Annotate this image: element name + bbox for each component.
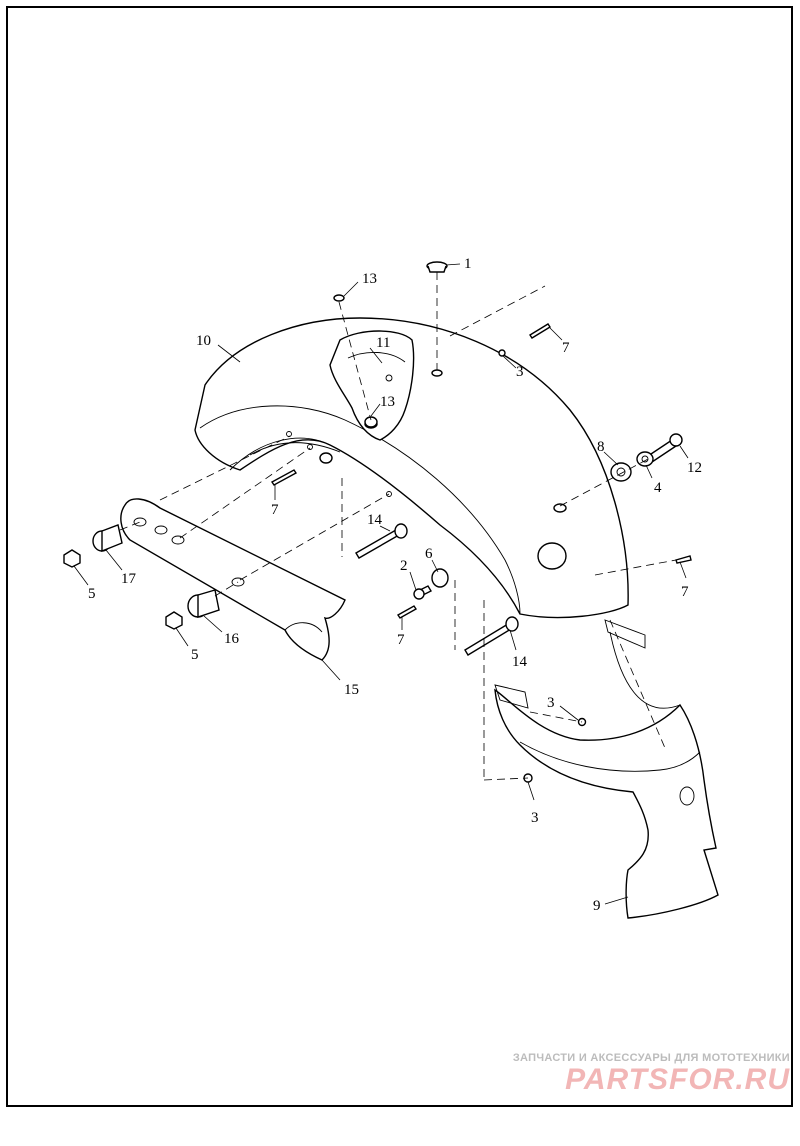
callout-14-top: 14 xyxy=(367,512,383,528)
callout-11: 11 xyxy=(376,335,390,351)
callout-6: 6 xyxy=(425,546,433,562)
watermark: ЗАПЧАСТИ И АКСЕССУАРЫ ДЛЯ МОТОТЕХНИКИ PA… xyxy=(490,1052,790,1096)
callout-2: 2 xyxy=(400,558,408,574)
callout-13-top: 13 xyxy=(362,271,377,287)
callout-7-mid: 7 xyxy=(397,632,405,648)
callout-4: 4 xyxy=(654,480,662,496)
callout-17: 17 xyxy=(121,571,137,587)
callout-8: 8 xyxy=(597,439,605,455)
callout-12: 12 xyxy=(687,460,702,476)
hardware xyxy=(63,261,692,783)
callout-1: 1 xyxy=(464,256,472,272)
callout-3-mid: 3 xyxy=(547,695,555,711)
lower-fender-extension xyxy=(494,619,719,919)
callout-10: 10 xyxy=(196,333,211,349)
callout-13-bottom: 13 xyxy=(380,394,395,410)
callout-7-right: 7 xyxy=(681,584,689,600)
watermark-logo: PARTSFOR.RU xyxy=(565,1063,790,1096)
callout-5-left: 5 xyxy=(88,586,96,602)
callout-15: 15 xyxy=(344,682,359,698)
callout-3-bottom: 3 xyxy=(531,810,539,826)
callout-14-bottom: 14 xyxy=(512,654,528,670)
watermark-tagline: ЗАПЧАСТИ И АКСЕССУАРЫ ДЛЯ МОТОТЕХНИКИ xyxy=(512,1052,790,1064)
assembly-lines xyxy=(119,272,677,781)
callout-labels: 1 13 10 11 13 7 3 8 4 12 7 14 2 6 7 7 14… xyxy=(88,256,702,914)
callout-7-top: 7 xyxy=(562,340,570,356)
callout-9: 9 xyxy=(593,898,601,914)
drawing-border xyxy=(6,6,793,1107)
callout-16: 16 xyxy=(224,631,240,647)
callout-7-left: 7 xyxy=(271,502,279,518)
callout-5-mid: 5 xyxy=(191,647,199,663)
leader-lines xyxy=(73,263,689,905)
callout-3-top: 3 xyxy=(516,364,524,380)
fender-strut xyxy=(120,498,346,661)
